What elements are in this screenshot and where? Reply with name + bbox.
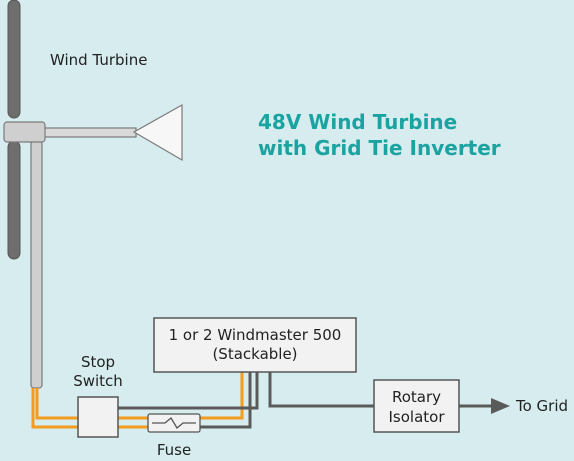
turbine-hub	[3, 121, 46, 143]
fuse-label: Fuse	[156, 441, 192, 459]
stop-switch-label-line2: Switch	[73, 372, 123, 390]
inverter-box	[153, 317, 357, 373]
inverter-label-line2: (Stackable)	[212, 345, 298, 363]
wire-orange-3	[200, 372, 244, 420]
wire-grey-1	[200, 372, 252, 429]
tail-fin	[132, 103, 183, 162]
turbine-blade-bottom	[7, 140, 21, 260]
fuse-element	[152, 417, 196, 429]
turbine-pole	[30, 140, 43, 389]
isolator-label-line2: Isolator	[388, 408, 445, 426]
stop-switch-label-line1: Stop	[80, 353, 116, 371]
wire-grey-2	[118, 372, 259, 410]
wire-orange-1	[35, 388, 78, 420]
diagram-title-line2: with Grid Tie Inverter	[258, 136, 501, 160]
diagram-title-line1: 48V Wind Turbine	[258, 110, 458, 134]
turbine-blade-top	[7, 0, 21, 119]
wind-turbine-label: Wind Turbine	[50, 51, 148, 69]
stop-switch-box	[77, 396, 119, 438]
wire-orange-4	[31, 388, 78, 429]
to-grid-label: To Grid	[516, 397, 569, 415]
tail-boom	[43, 127, 137, 138]
isolator-label-line1: Rotary	[391, 388, 442, 406]
inverter-label-line1: 1 or 2 Windmaster 500	[168, 326, 342, 344]
wire-grey-3	[268, 372, 374, 408]
to-grid-arrow	[491, 398, 510, 414]
isolator-box	[373, 379, 460, 433]
